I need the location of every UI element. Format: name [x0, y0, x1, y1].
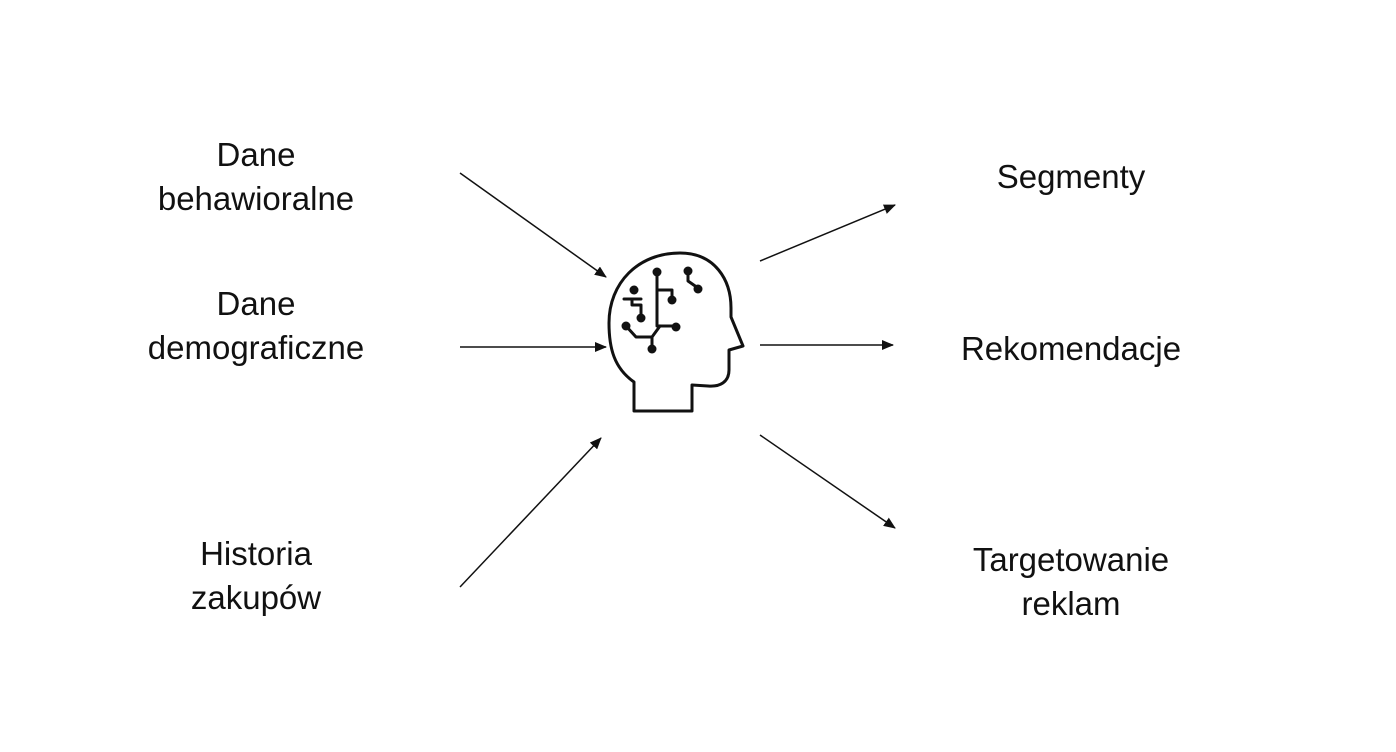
input-label-purchase-history: Historia zakupów: [106, 532, 406, 620]
arrow-behavioral-to-brain: [459, 172, 607, 278]
input-label-demographic-data: Dane demograficzne: [106, 282, 406, 370]
arrow-brain-to-targeting: [759, 434, 896, 529]
arrow-brain-to-segments: [759, 204, 896, 262]
input-label-line: behawioralne: [157, 180, 355, 217]
ai-brain-head-icon: [607, 251, 745, 413]
output-label-recommendations: Rekomendacje: [921, 327, 1221, 371]
circuit-nodes: [621, 266, 703, 354]
input-label-line: Dane: [216, 285, 296, 322]
input-label-line: demograficzne: [147, 329, 365, 366]
output-label-line: Targetowanie: [972, 541, 1170, 578]
output-label-line: Segmenty: [996, 158, 1146, 195]
input-label-line: zakupów: [190, 579, 322, 616]
output-label-line: reklam: [1021, 585, 1121, 622]
output-label-segments: Segmenty: [921, 155, 1221, 199]
input-label-line: Dane: [216, 136, 296, 173]
output-label-line: Rekomendacje: [960, 330, 1182, 367]
input-label-behavioral-data: Dane behawioralne: [106, 133, 406, 221]
input-label-line: Historia: [200, 535, 312, 572]
arrow-history-to-brain: [459, 437, 602, 588]
output-label-ad-targeting: Targetowanie reklam: [921, 538, 1221, 626]
